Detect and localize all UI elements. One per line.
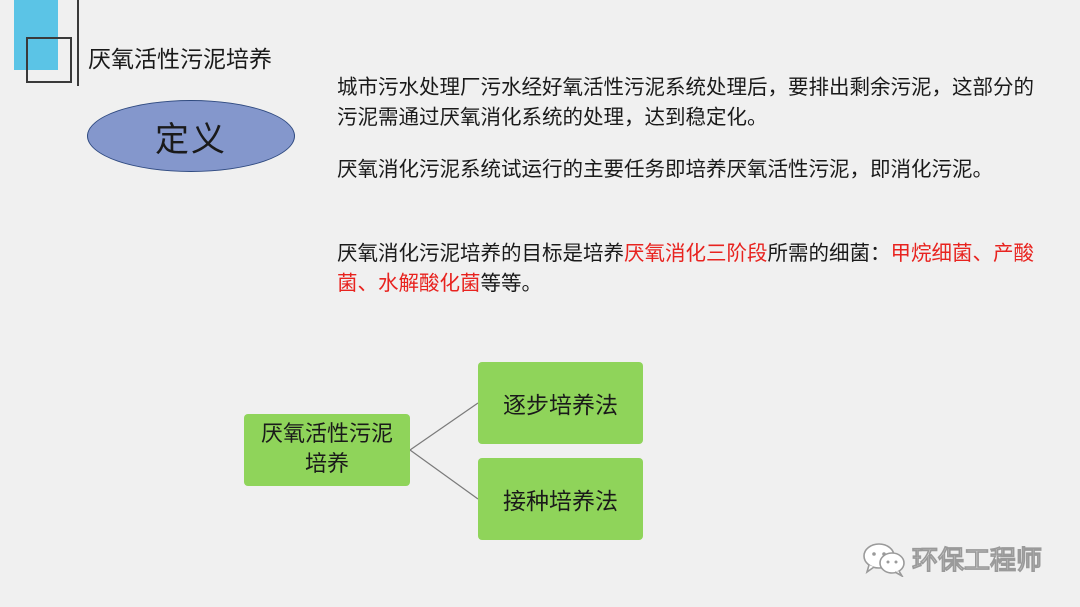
definition-ellipse: 定义 bbox=[87, 100, 295, 172]
paragraph-3-highlight-stages: 厌氧消化三阶段 bbox=[624, 241, 768, 265]
title-frame-square bbox=[26, 37, 72, 83]
diagram-root-node: 厌氧活性污泥 培养 bbox=[244, 414, 410, 486]
paragraph-2: 厌氧消化污泥系统试运行的主要任务即培养厌氧活性污泥，即消化污泥。 bbox=[337, 157, 993, 181]
title-accent-bar bbox=[14, 0, 58, 70]
definition-label: 定义 bbox=[155, 119, 227, 160]
diagram-branch-gradual-culture: 逐步培养法 bbox=[478, 362, 643, 444]
watermark: 环保工程师 bbox=[862, 540, 1042, 577]
connector-to-branch-a bbox=[409, 402, 479, 451]
root-node-line-2: 培养 bbox=[304, 452, 349, 477]
connector-to-branch-b bbox=[409, 449, 479, 500]
root-node-line-1: 厌氧活性污泥 bbox=[260, 422, 393, 447]
paragraph-3-highlight-bacteria: 甲烷细菌、产酸菌、水解酸化菌 bbox=[337, 241, 1034, 295]
wechat-icon bbox=[863, 542, 905, 577]
paragraph-3: 厌氧消化污泥培养的目标是培养厌氧消化三阶段所需的细菌：甲烷细菌、产酸菌、水解酸化… bbox=[337, 238, 1047, 298]
diagram-branch-inoculation-culture: 接种培养法 bbox=[478, 458, 643, 540]
slide-title: 厌氧活性污泥培养 bbox=[88, 47, 272, 73]
paragraph-3-text-b: 所需的细菌： bbox=[767, 241, 891, 265]
title-divider-line bbox=[77, 0, 79, 86]
paragraph-1: 城市污水处理厂污水经好氧活性污泥系统处理后，要排出剩余污泥，这部分的污泥需通过厌… bbox=[337, 75, 1034, 129]
paragraph-3-text-c: 等等。 bbox=[480, 271, 543, 295]
paragraph-3-text-a: 厌氧消化污泥培养的目标是培养 bbox=[337, 241, 624, 265]
watermark-text: 环保工程师 bbox=[912, 546, 1043, 577]
